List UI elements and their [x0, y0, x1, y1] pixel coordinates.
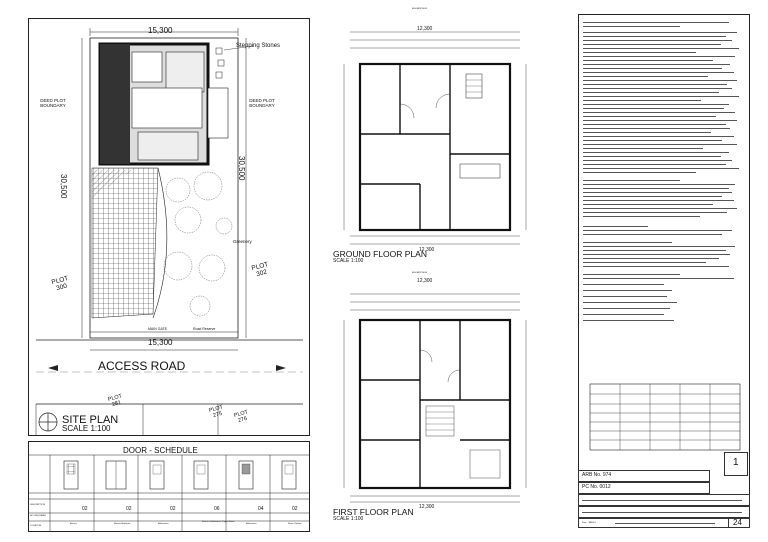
first-floor-scale: SCALE 1:100 [333, 516, 364, 522]
site-left-dimension: 30,500 [59, 174, 68, 199]
architect-cell [578, 494, 750, 506]
door-schedule-table [28, 441, 310, 532]
general-notes [583, 20, 745, 325]
site-plan-title: SITE PLAN [62, 414, 119, 426]
main-gate-label: MAIN GATE [148, 327, 167, 331]
door-qty-4: 06 [214, 506, 220, 512]
door-row-required: NO. REQUIRED [30, 515, 47, 517]
door-row-description: DESCRIPTION [30, 504, 45, 506]
stepping-stones-label: Stepping Stones [236, 43, 281, 49]
door-qty-2: 02 [126, 506, 132, 512]
first-top-dimension: 12,300 [417, 278, 433, 284]
road-reserve-label: Road Reserve [193, 327, 216, 331]
deed-boundary-left: DEED PLOT BOUNDARY [40, 98, 66, 108]
pc-number: PC No. 0012 [582, 484, 611, 490]
ground-floor-scale: SCALE 1:100 [333, 258, 364, 264]
finishes-table [589, 383, 741, 451]
access-road-label: ACCESS ROAD [98, 359, 186, 373]
ground-bottom-dimension: 12,300 [419, 247, 435, 253]
first-bottom-dimension: 12,300 [419, 504, 435, 510]
door-location-3: Bathrooms [158, 523, 169, 525]
door-schedule-grid [28, 454, 310, 532]
greenery-label: Greenery [233, 239, 252, 244]
site-plan-frame [28, 18, 310, 436]
sheet-number-box [724, 452, 748, 476]
first-floor-title: FIRST FLOOR PLAN [333, 507, 414, 517]
door-location-6: Store, Kitchen [288, 523, 302, 525]
deed-boundary-right: DEED PLOT BOUNDARY [249, 98, 275, 108]
door-location-1: Entries [70, 523, 77, 525]
first-elevation-label: ELEVATION E4 [412, 272, 428, 274]
drawing-number: 24 [733, 518, 742, 527]
ground-floor-drawing [343, 31, 527, 245]
date-label: Date : JAN-19 [582, 522, 596, 524]
door-qty-5: 04 [258, 506, 264, 512]
site-right-dimension: 30,500 [237, 156, 246, 181]
address-cell [578, 506, 750, 518]
drawing-number-box [728, 518, 750, 528]
site-bottom-dimension: 15,300 [148, 338, 173, 347]
site-plan-scale: SCALE 1:100 [62, 424, 111, 433]
first-floor-drawing [343, 293, 527, 503]
site-plan-drawing [35, 28, 303, 436]
pc-cell [578, 482, 710, 494]
ground-top-dimension: 12,300 [417, 26, 433, 32]
door-qty-6: 02 [292, 506, 298, 512]
ground-floor-title: GROUND FLOOR PLAN [333, 249, 427, 259]
sheet-number: 1 [733, 457, 739, 468]
arb-number: ARB No. 974 [582, 472, 612, 478]
door-location-4: Kitchen, Bedrooms, Prayer Room [202, 521, 235, 523]
site-top-dimension: 15,300 [148, 26, 173, 35]
door-location-5: Bathrooms [246, 523, 257, 525]
ground-elevation-label: ELEVATION E2 [412, 8, 428, 10]
door-schedule-title: DOOR - SCHEDULE [123, 446, 198, 455]
door-location-2: Master Bedroom [114, 523, 131, 525]
door-qty-3: 02 [170, 506, 176, 512]
arb-cell [578, 470, 710, 482]
door-row-location: LOCATION [30, 525, 42, 527]
door-qty-1: 02 [82, 506, 88, 512]
